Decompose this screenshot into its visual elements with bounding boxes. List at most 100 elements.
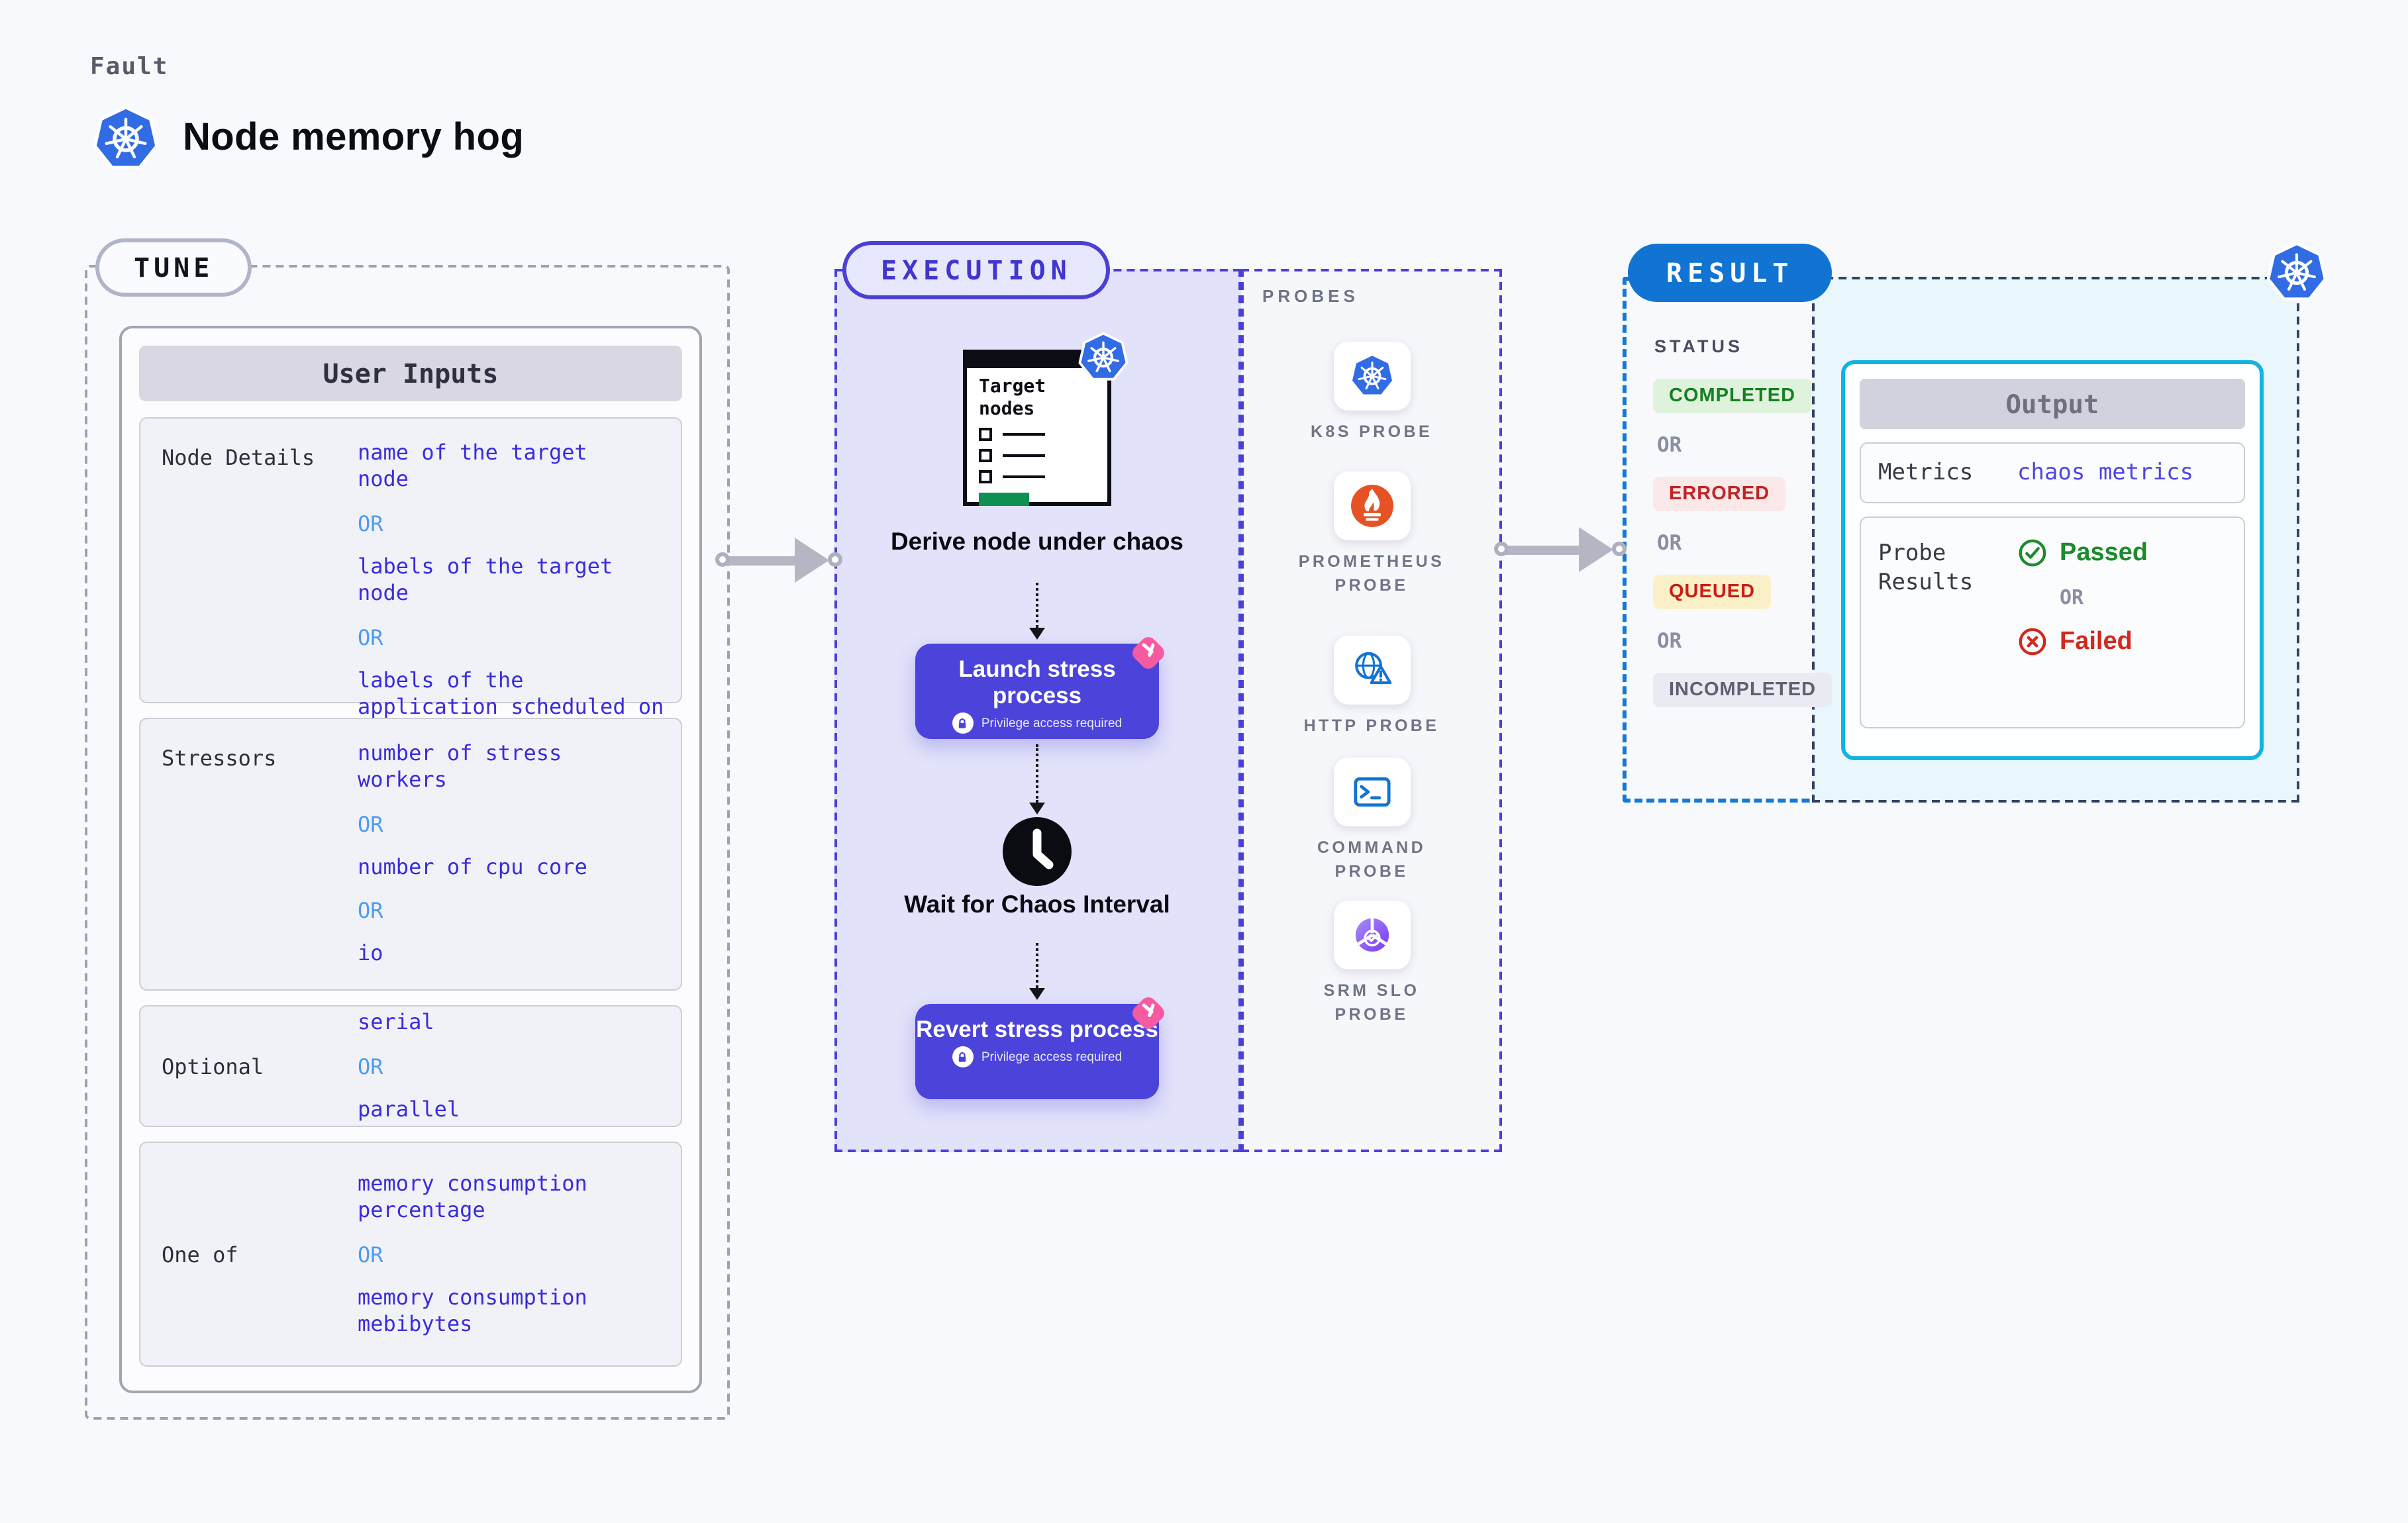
row-option: labels of the target node bbox=[358, 553, 613, 606]
flow-arrow-execution-to-result bbox=[1494, 523, 1627, 576]
chaos-tag-icon bbox=[1126, 630, 1171, 675]
row-option: number of stress workers bbox=[358, 740, 562, 793]
row-label: Node Details bbox=[162, 445, 315, 470]
or-separator: OR bbox=[1657, 531, 1682, 555]
or-separator: OR bbox=[358, 1242, 383, 1267]
probe-card bbox=[1333, 901, 1410, 969]
line bbox=[1003, 432, 1045, 436]
fault-eyebrow: Fault bbox=[90, 53, 169, 81]
probe-label: SRM SLO PROBE bbox=[1323, 981, 1420, 1024]
user-inputs-rows: Node Details name of the target node OR … bbox=[139, 417, 682, 1367]
passed-label: Passed bbox=[2060, 538, 2148, 566]
check-circle-icon bbox=[2017, 538, 2048, 568]
probe-card bbox=[1333, 342, 1410, 411]
step-title: Revert stress process bbox=[916, 1016, 1158, 1042]
output-card: Output Metrics chaos metrics Probe Resul… bbox=[1841, 360, 2264, 760]
metrics-value: chaos metrics bbox=[2017, 460, 2194, 486]
or-separator: OR bbox=[1657, 629, 1682, 653]
line bbox=[1003, 454, 1045, 458]
or-separator: OR bbox=[358, 1054, 383, 1079]
metrics-row: Metrics chaos metrics bbox=[1860, 442, 2245, 503]
lock-icon bbox=[952, 1046, 974, 1068]
connector-dot bbox=[828, 552, 842, 567]
prometheus-icon bbox=[1349, 483, 1394, 528]
checkbox-icon bbox=[979, 428, 992, 442]
probe-item: PROMETHEUS PROBE bbox=[1241, 471, 1502, 598]
metrics-label: Metrics bbox=[1878, 459, 1974, 486]
arrow-line bbox=[1035, 583, 1038, 628]
row-option: name of the target node bbox=[358, 440, 587, 492]
user-inputs-table: User Inputs Node Details name of the tar… bbox=[119, 326, 702, 1393]
clock-icon bbox=[1003, 817, 1072, 886]
or-separator: OR bbox=[1657, 433, 1682, 457]
globe-alert-icon bbox=[1349, 648, 1394, 693]
probe-item: COMMAND PROBE bbox=[1241, 758, 1502, 884]
connector-dot bbox=[1612, 542, 1627, 556]
node-list-item bbox=[979, 449, 1095, 463]
passed-result: Passed bbox=[2017, 538, 2148, 568]
row-option: number of cpu core bbox=[358, 854, 587, 879]
user-inputs-header: User Inputs bbox=[139, 346, 682, 401]
node-list-item bbox=[979, 428, 1095, 442]
wait-step-label: Wait for Chaos Interval bbox=[904, 890, 1170, 918]
probe-card bbox=[1333, 758, 1410, 826]
row-label: One of bbox=[162, 1242, 238, 1267]
status-title: STATUS bbox=[1654, 336, 1743, 356]
probe-label: K8S PROBE bbox=[1310, 422, 1433, 441]
x-circle-icon bbox=[2017, 626, 2048, 657]
privilege-note: Privilege access required bbox=[981, 1050, 1123, 1065]
lock-icon bbox=[952, 712, 974, 734]
table-row: Optional serial OR parallel bbox=[139, 1005, 682, 1127]
table-row: Stressors number of stress workers OR nu… bbox=[139, 718, 682, 991]
arrow-line bbox=[1035, 744, 1038, 803]
probe-results-row: Probe Results Passed OR Failed bbox=[1860, 516, 2245, 728]
execution-badge: EXECUTION bbox=[842, 241, 1111, 299]
kubernetes-icon bbox=[1349, 354, 1394, 399]
flow-arrow-tune-to-execution bbox=[715, 534, 842, 587]
progress-bar bbox=[979, 493, 1029, 507]
probe-item: K8S PROBE bbox=[1241, 342, 1502, 444]
kubernetes-icon bbox=[1078, 332, 1129, 383]
table-row: Node Details name of the target node OR … bbox=[139, 417, 682, 747]
or-separator: OR bbox=[358, 811, 383, 837]
connector-dot bbox=[1494, 542, 1509, 556]
failed-result: Failed bbox=[2017, 626, 2148, 657]
row-option: parallel bbox=[358, 1096, 460, 1121]
derive-step-label: Derive node under chaos bbox=[890, 527, 1184, 555]
probe-item: SRM SLO PROBE bbox=[1241, 901, 1502, 1027]
launch-stress-process-step: Launch stress process Privilege access r… bbox=[915, 644, 1159, 739]
row-option: memory consumption mebibytes bbox=[358, 1284, 587, 1336]
chaos-tag-icon bbox=[1126, 991, 1171, 1036]
checkbox-icon bbox=[979, 449, 992, 463]
probe-label: COMMAND PROBE bbox=[1317, 838, 1427, 881]
privilege-note: Privilege access required bbox=[981, 716, 1123, 731]
arrow-line bbox=[723, 556, 800, 565]
or-separator: OR bbox=[358, 624, 383, 650]
row-option: io bbox=[358, 940, 383, 966]
status-list: COMPLETED OR ERRORED OR QUEUED OR INCOMP… bbox=[1653, 379, 1832, 707]
failed-label: Failed bbox=[2060, 627, 2132, 655]
tune-badge: TUNE bbox=[95, 238, 252, 297]
arrow-head bbox=[1029, 803, 1045, 814]
probes-section bbox=[1241, 269, 1502, 1152]
probe-label: HTTP PROBE bbox=[1303, 716, 1440, 735]
status-badge: INCOMPLETED bbox=[1653, 673, 1832, 707]
probe-item: HTTP PROBE bbox=[1241, 636, 1502, 738]
revert-stress-process-step: Revert stress process Privilege access r… bbox=[915, 1004, 1159, 1099]
kubernetes-icon bbox=[2266, 242, 2327, 303]
kubernetes-icon bbox=[93, 106, 159, 172]
page-title: Node memory hog bbox=[183, 117, 525, 159]
status-badge: QUEUED bbox=[1653, 575, 1772, 609]
connector-dot bbox=[715, 552, 730, 567]
or-separator: OR bbox=[358, 898, 383, 924]
probe-card bbox=[1333, 636, 1410, 705]
arrow-head bbox=[1029, 628, 1045, 640]
tune-section bbox=[85, 265, 730, 1420]
line bbox=[1003, 475, 1045, 479]
arrow-line bbox=[1035, 943, 1038, 988]
node-list-item bbox=[979, 470, 1095, 484]
arrow-line bbox=[1502, 545, 1584, 554]
or-separator: OR bbox=[2060, 585, 2084, 609]
result-badge: RESULT bbox=[1628, 244, 1832, 302]
